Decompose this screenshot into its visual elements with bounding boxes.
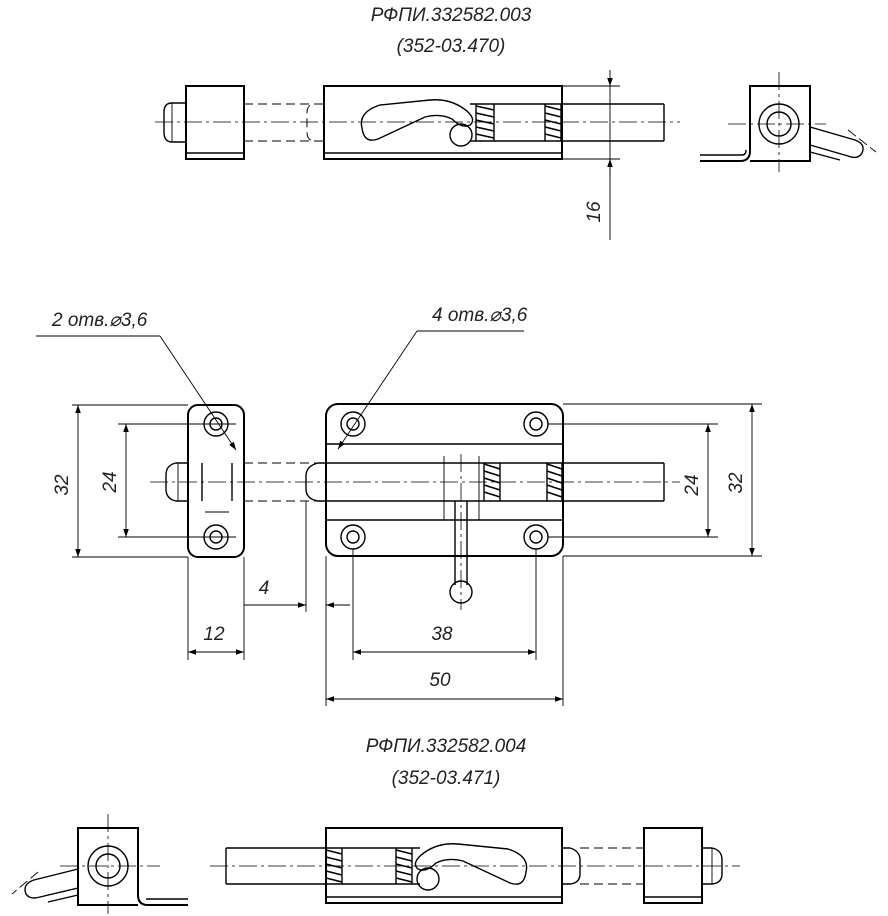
bottom-code: (352-03.471) xyxy=(392,768,501,789)
top-end-view xyxy=(700,72,877,172)
dim-left-24: 24 xyxy=(100,471,121,493)
leader-left: 2 отв.⌀3,6 xyxy=(36,310,237,451)
top-spring-right xyxy=(544,104,562,141)
bottom-side-view xyxy=(210,827,740,904)
bottom-end-view xyxy=(11,814,188,914)
leader-right: 4 отв.⌀3,6 xyxy=(337,305,528,450)
holes-right-note: 4 отв.⌀3,6 xyxy=(432,305,528,326)
bottom-designation: РФПИ.332582.004 xyxy=(366,736,527,757)
dim-strike-12: 12 xyxy=(203,624,225,645)
top-code: (352-03.470) xyxy=(397,36,506,57)
top-side-view: 16 xyxy=(155,70,680,240)
dim-gap-4: 4 xyxy=(259,578,270,599)
dim-right-32: 32 xyxy=(726,472,747,494)
dim-left-32: 32 xyxy=(52,474,73,496)
plan-strike-plate xyxy=(165,404,245,558)
plan-dimensions: 32 24 24 32 4 12 38 50 xyxy=(52,403,762,706)
dim-height-16: 16 xyxy=(584,201,605,223)
plan-body xyxy=(305,403,665,610)
holes-left-note: 2 отв.⌀3,6 xyxy=(51,310,148,331)
dim-right-24: 24 xyxy=(682,474,703,496)
top-spring-left xyxy=(475,104,495,141)
dim-pitch-38: 38 xyxy=(431,624,453,645)
top-designation: РФПИ.332582.003 xyxy=(371,5,532,26)
dim-length-50: 50 xyxy=(429,670,451,691)
